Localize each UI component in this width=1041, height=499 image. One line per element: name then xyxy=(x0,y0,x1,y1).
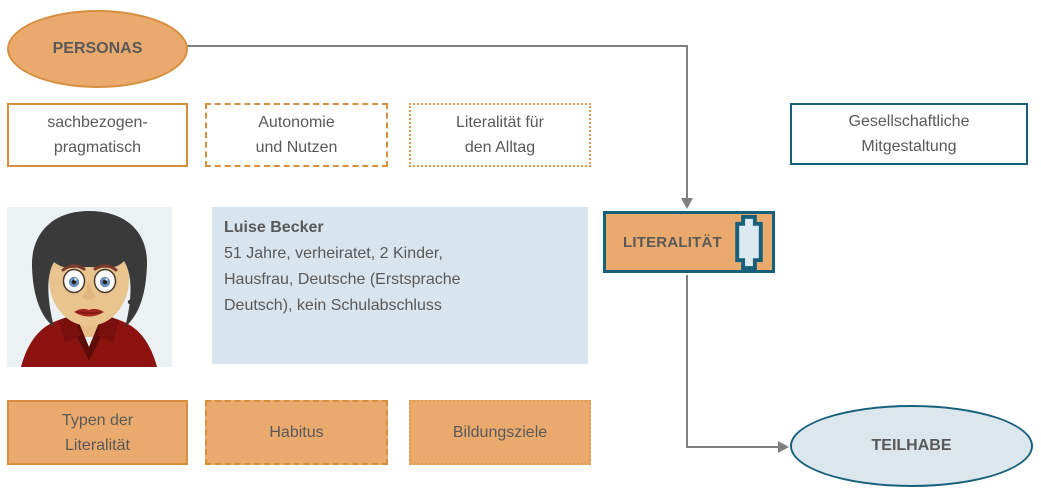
category-box-label: Typen der Literalität xyxy=(61,411,134,454)
persona-avatar xyxy=(7,207,172,367)
column-icon xyxy=(735,214,763,270)
category-box-typen: Typen der Literalität xyxy=(7,400,188,465)
dimension-box-literalitaet-alltag: Literalität für den Alltag xyxy=(409,103,591,167)
dimension-box-label: sachbezogen- pragmatisch xyxy=(47,114,148,156)
mitgestaltung-label: Gesellschaftliche Mitgestaltung xyxy=(848,113,970,155)
profile-name: Luise Becker xyxy=(224,219,324,236)
mitgestaltung-box: Gesellschaftliche Mitgestaltung xyxy=(790,103,1028,165)
dimension-box-label: Autonomie und Nutzen xyxy=(255,114,338,156)
dimension-box-label: Literalität für den Alltag xyxy=(455,114,545,156)
category-box-habitus: Habitus xyxy=(205,400,388,465)
category-box-label: Bildungsziele xyxy=(452,424,548,441)
category-box-bildungsziele: Bildungsziele xyxy=(409,400,591,465)
avatar-woman-illustration xyxy=(7,207,172,367)
profile-details: 51 Jahre, verheiratet, 2 Kinder, Hausfra… xyxy=(224,245,461,314)
personas-node: PERSONAS xyxy=(7,10,188,88)
teilhabe-node: TEILHABE xyxy=(790,405,1033,487)
literalitaet-node: LITERALITÄT xyxy=(603,211,775,273)
category-box-label: Habitus xyxy=(269,424,324,441)
literalitaet-label: LITERALITÄT xyxy=(623,233,722,251)
teilhabe-label: TEILHABE xyxy=(871,437,952,454)
personas-label: PERSONAS xyxy=(52,40,143,57)
dimension-box-autonomie: Autonomie und Nutzen xyxy=(205,103,388,167)
profile-card: Luise Becker 51 Jahre, verheiratet, 2 Ki… xyxy=(212,207,588,364)
dimension-box-sachbezogen: sachbezogen- pragmatisch xyxy=(7,103,188,167)
